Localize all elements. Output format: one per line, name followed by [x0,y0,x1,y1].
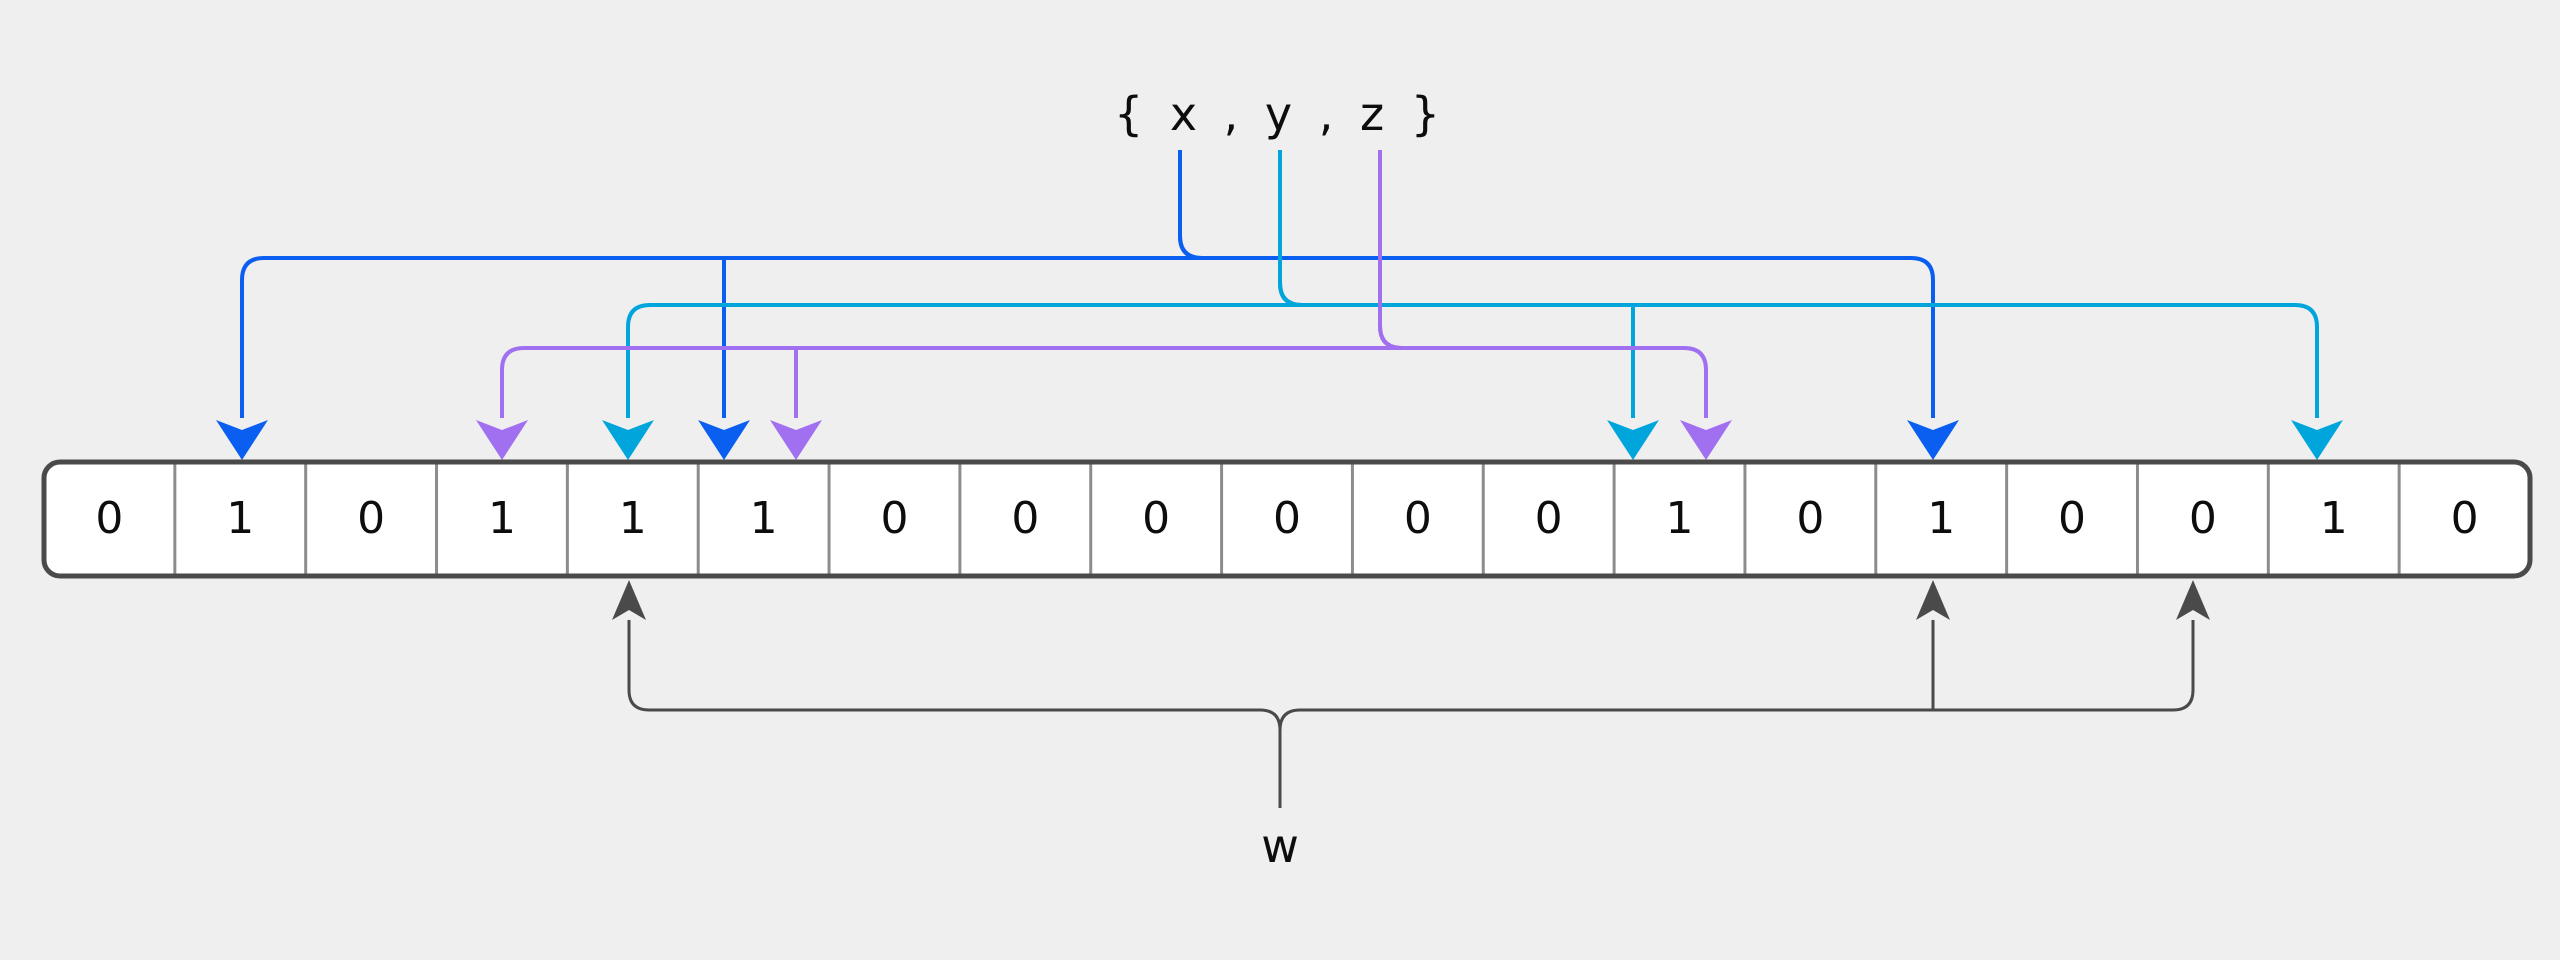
hash-trunk-left-y [650,282,1303,307]
bit-cell-value: 1 [488,493,516,544]
hash-drop-x [240,256,265,418]
bit-cell-value: 0 [1011,493,1039,544]
hash-arrow-z [476,420,528,460]
bit-cell-value: 0 [1535,493,1563,544]
bit-cell-value: 0 [1142,493,1170,544]
bit-cell-value: 0 [2058,493,2086,544]
hash-drop-z [500,346,525,418]
bit-cell-value: 1 [1666,493,1694,544]
hash-drop-y [2294,303,2319,418]
hash-trunk-right-z [1378,325,1684,350]
hash-arrow-z [1680,420,1732,460]
w-riser [2172,620,2195,712]
bit-array-outline [41,459,2533,579]
bit-cell-value: 0 [1796,493,1824,544]
hash-arrow-z [770,420,822,460]
top-connector-group [216,150,2343,460]
set-title: { x , y , z } [1114,87,1446,141]
hash-drop-y [626,303,651,418]
hash-arrow-x [1907,420,1959,460]
hash-trunk-left-z [524,325,1403,350]
hash-arrow-y [602,420,654,460]
w-trunk-right [1278,708,2173,731]
bit-cell-value: 0 [357,493,385,544]
hash-trunk-right-x [1178,235,1911,260]
set-title-group: { x , y , z } [1114,87,1446,141]
hash-arrow-x [698,420,750,460]
hash-drop-z [1683,346,1708,418]
bit-cell-value: 0 [95,493,123,544]
hash-drop-x [1910,256,1935,418]
bit-cell-value: 1 [750,493,778,544]
bit-cell-value: 1 [2320,493,2348,544]
bit-cell-value: 1 [226,493,254,544]
bit-array-group: 0 1 0 1 1 1 0 0 0 0 0 0 1 0 1 0 0 1 0 [41,459,2533,579]
bit-cell-value: 1 [1927,493,1955,544]
w-trunk-left [649,708,1282,731]
w-arrow [2176,580,2210,620]
hash-trunk-right-y [1278,282,2295,307]
brace-label-group: w [1261,819,1299,873]
bit-cell-value: 0 [880,493,908,544]
hash-arrow-y [1607,420,1659,460]
bit-cell-value: 1 [619,493,647,544]
w-arrow [1916,580,1950,620]
w-arrow [612,580,646,620]
hash-trunk-left-x [264,235,1203,260]
bottom-brace-label: w [1261,819,1299,873]
bottom-connector-group [612,580,2210,808]
hash-arrow-x [216,420,268,460]
bit-cell-value: 0 [1404,493,1432,544]
bit-cell-value: 0 [2451,493,2479,544]
bit-cell-value: 0 [2189,493,2217,544]
bit-cell-value: 0 [1273,493,1301,544]
hash-arrow-y [2291,420,2343,460]
w-riser [627,620,650,712]
